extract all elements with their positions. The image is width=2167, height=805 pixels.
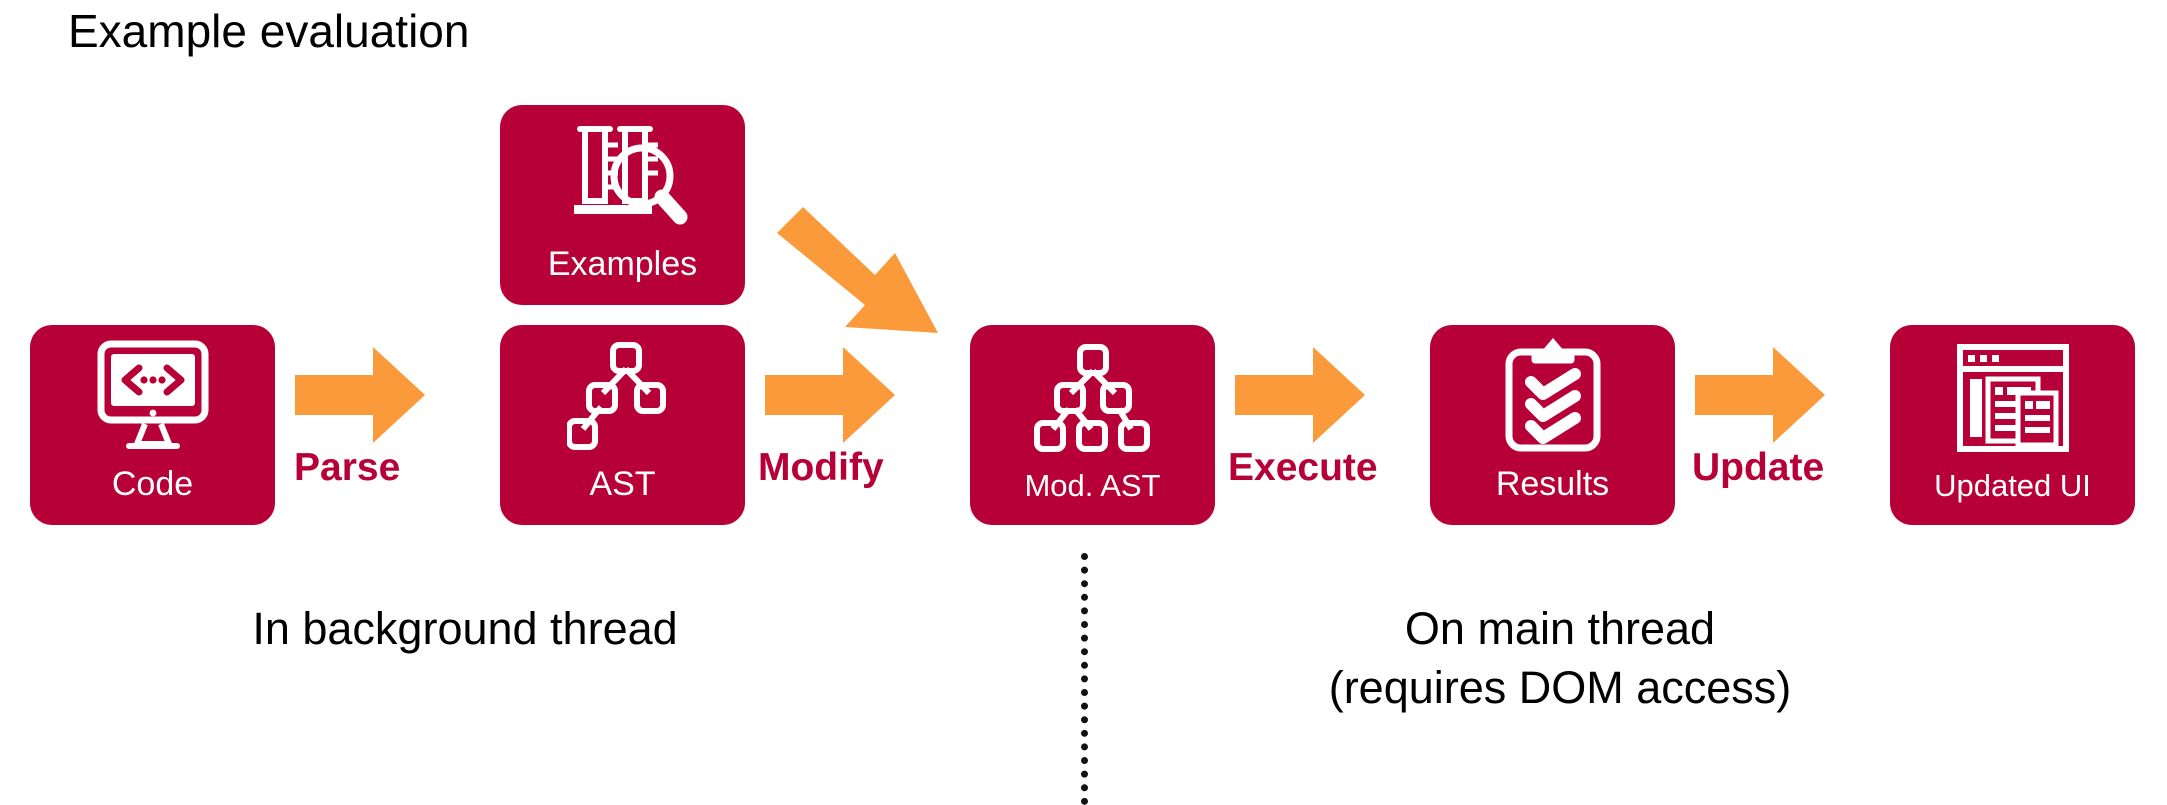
background-thread-note: In background thread (252, 603, 678, 654)
clipboard-checks-icon (1430, 325, 1675, 467)
step-label-parse: Parse (294, 446, 401, 489)
pipeline-node-examples[interactable]: Examples (500, 105, 745, 305)
arrow-modify (765, 345, 895, 445)
node-label: Code (111, 465, 194, 503)
node-label: Updated UI (1934, 468, 2091, 503)
page-title: Example evaluation (68, 5, 470, 57)
pipeline-node-ast[interactable]: AST (500, 325, 745, 525)
tree-full-icon (970, 325, 1215, 470)
browser-window-icon (1890, 325, 2135, 470)
pipeline-node-updated-ui[interactable]: Updated UI (1890, 325, 2135, 525)
step-label-execute: Execute (1228, 446, 1378, 489)
dotted-vertical-divider (1081, 553, 1088, 805)
pipeline-node-code[interactable]: Code (30, 325, 275, 525)
monitor-code-icon (30, 325, 275, 467)
node-label: Examples (547, 245, 698, 283)
node-label: AST (589, 465, 656, 503)
main-thread-note: On main thread (requires DOM access) (1328, 603, 1792, 713)
arrow-parse (295, 345, 425, 445)
pipeline-node-results[interactable]: Results (1430, 325, 1675, 525)
arrow-examples-to-mod-ast (775, 205, 940, 340)
node-label: Results (1495, 465, 1610, 503)
arrow-execute (1235, 345, 1365, 445)
step-label-update: Update (1692, 446, 1825, 489)
arrow-update (1695, 345, 1825, 445)
node-label: Mod. AST (1024, 468, 1161, 503)
tree-small-icon (500, 325, 745, 467)
step-label-modify: Modify (758, 446, 884, 489)
test-tubes-magnifier-icon (500, 105, 745, 247)
pipeline-node-mod-ast[interactable]: Mod. AST (970, 325, 1215, 525)
